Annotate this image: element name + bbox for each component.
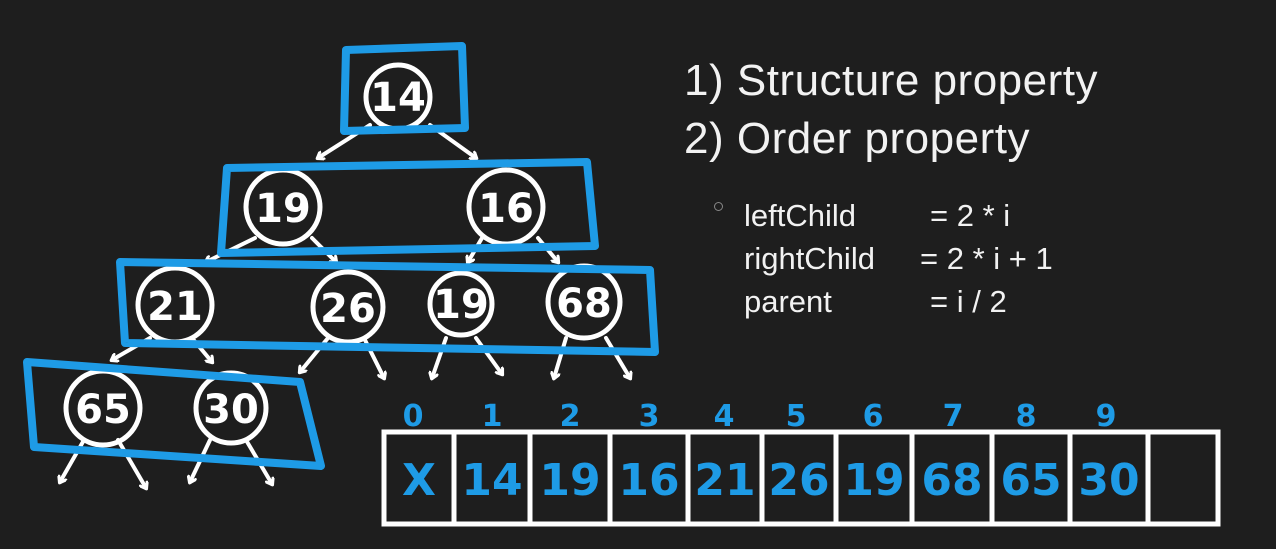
array-cell: 65 [1000, 455, 1061, 506]
array-cell: X [402, 455, 436, 506]
node-circle-19b [427, 270, 495, 338]
array-cell: 14 [461, 455, 522, 506]
array-cell: 30 [1078, 455, 1139, 506]
array-cell: 26 [768, 455, 829, 506]
array-index: 9 [1096, 399, 1117, 434]
level-box-1 [217, 158, 599, 257]
array-cell: 19 [539, 455, 600, 506]
array-cell: 19 [843, 455, 904, 506]
level-box-0 [340, 42, 469, 135]
bullet-icon [714, 202, 723, 211]
node-circle-26 [310, 269, 386, 345]
array-index: 4 [714, 399, 735, 434]
array-index: 7 [943, 399, 964, 434]
node-label: 21 [147, 284, 203, 330]
node-label: 30 [203, 387, 259, 433]
property-order: 2) Order property [684, 114, 1030, 163]
array-index: 8 [1016, 399, 1037, 434]
level-highlights [23, 42, 659, 470]
edge-68-rightnull [604, 336, 630, 378]
array-index: 6 [863, 399, 884, 434]
array-index: 1 [482, 399, 503, 434]
node-label: 65 [75, 387, 131, 433]
level-box-3 [23, 358, 325, 470]
array-outline [381, 429, 1221, 527]
array-cell: 68 [921, 455, 982, 506]
edge-19b-leftnull [432, 336, 448, 378]
edge-19b-rightnull [474, 336, 502, 374]
level-box-2 [116, 258, 659, 356]
node-label: 16 [478, 186, 534, 232]
edge-65-rightnull [116, 438, 146, 488]
formula-expr: = 2 * i [930, 198, 1011, 233]
node-label: 26 [320, 286, 376, 332]
formula-expr: = i / 2 [930, 284, 1007, 319]
edge-68-leftnull [554, 336, 568, 378]
array-index: 0 [403, 399, 424, 434]
heap-array [381, 429, 1221, 527]
formula-name: parent [744, 284, 832, 319]
property-structure: 1) Structure property [684, 56, 1098, 105]
formula-expr: = 2 * i + 1 [920, 241, 1053, 276]
array-index: 5 [786, 399, 807, 434]
array-cell: 16 [618, 455, 679, 506]
node-label: 68 [556, 281, 612, 327]
heap-properties: 1) Structure property 2) Order property [684, 52, 1098, 168]
node-label: 14 [370, 75, 426, 121]
array-cell: 21 [694, 455, 755, 506]
formula-name: leftChild [744, 198, 856, 233]
array-index: 3 [639, 399, 660, 434]
node-label: 19 [433, 282, 489, 328]
formula-name: rightChild [744, 241, 875, 276]
array-index: 2 [560, 399, 581, 434]
node-label: 19 [255, 186, 311, 232]
